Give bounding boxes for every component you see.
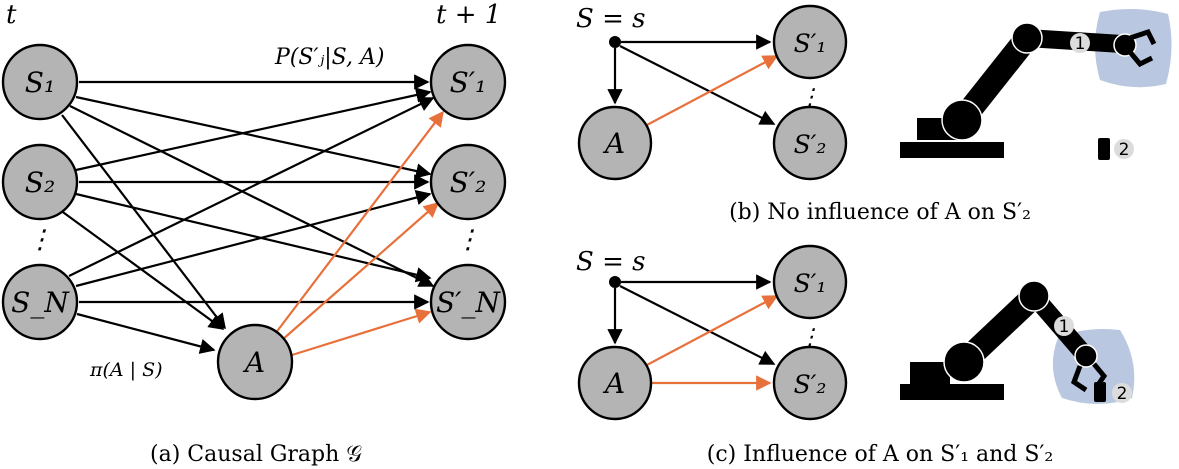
node-b-s1-prime-label: S′₁ <box>794 29 827 58</box>
panel-a-black-edges <box>59 74 435 354</box>
robot-joint-elbow-c <box>1018 280 1050 312</box>
edge-s1-snp <box>69 105 435 287</box>
node-b-a-label: A <box>602 127 625 160</box>
caption-a: (a) Causal Graph 𝒢 <box>150 442 362 467</box>
robot-base-c <box>900 384 1004 400</box>
policy-label: π(A | S) <box>89 359 163 381</box>
time-label-t: t <box>6 0 17 30</box>
edge-s1-s2p <box>75 95 432 179</box>
node-s2: S₂ <box>1 143 79 221</box>
time-label-t-plus-1: t + 1 <box>436 0 501 30</box>
transition-label: P(S′ⱼ|S, A) <box>274 45 384 70</box>
node-s2-label: S₂ <box>25 166 55 199</box>
robot-body-c <box>910 362 950 384</box>
robot-base-b <box>900 142 1004 158</box>
edge-s2-s1p <box>75 87 432 172</box>
state-label-c: S = s <box>576 247 645 277</box>
object-block-b <box>1098 138 1110 160</box>
node-b-a: A <box>577 105 653 181</box>
node-c-s2-prime: S′₂ <box>772 345 848 421</box>
state-label-b: S = s <box>576 4 645 34</box>
marker-1-b: 1 <box>1075 34 1086 54</box>
edge-sn-s1p <box>68 97 435 277</box>
ellipsis-left: ⋮ <box>27 225 53 255</box>
marker-2-bg-b <box>1114 139 1134 159</box>
edge-sn-a <box>76 312 216 354</box>
robot-joint-elbow-b <box>1011 22 1043 54</box>
marker-2-bg-c <box>1112 383 1132 403</box>
edge-b-a-s1p <box>644 55 779 127</box>
edge-sn-s2p <box>75 190 432 288</box>
edge-c-a-s1p <box>644 295 779 367</box>
node-s1-prime-label: S′₁ <box>450 66 487 99</box>
state-dot-b <box>609 36 621 48</box>
caption-b: (b) No influence of A on S′₂ <box>729 200 1031 225</box>
edge-a-s1p <box>274 110 444 335</box>
marker-1-c: 1 <box>1059 317 1070 337</box>
node-s2-prime-label: S′₂ <box>450 166 487 199</box>
robot-arm-b: 1 2 <box>900 8 1172 160</box>
edge-a-s2p <box>281 201 440 341</box>
panel-a-causal-graph: t t + 1 P(S′ⱼ|S, A) π(A | S) <box>1 0 507 467</box>
ellipsis-right: ⋮ <box>455 225 481 255</box>
node-sn-prime-label: S′_N <box>436 286 502 319</box>
node-a-label: A <box>242 346 265 379</box>
robot-joint-base-b <box>941 99 983 141</box>
node-b-s1-prime: S′₁ <box>772 4 848 80</box>
panel-c-influence: S = s A S′₁ ⋮ S′₂ <box>576 244 1135 467</box>
edge-s2-snp <box>75 192 432 283</box>
node-sn-label: S_N <box>11 286 70 319</box>
object-block-c <box>1094 382 1106 402</box>
state-dot-c <box>609 276 621 288</box>
panel-a-orange-edges <box>274 110 444 357</box>
edge-c-s-s2p <box>619 285 776 365</box>
robot-joint-base-c <box>943 341 985 383</box>
marker-2-c: 2 <box>1117 384 1128 404</box>
node-c-a: A <box>577 345 653 421</box>
node-c-s2-prime-label: S′₂ <box>794 370 827 399</box>
node-b-s2-prime: S′₂ <box>772 105 848 181</box>
edge-s1-a <box>61 114 226 330</box>
node-sn: S_N <box>1 263 79 341</box>
node-s1: S₁ <box>1 43 79 121</box>
edge-a-snp <box>291 308 432 357</box>
marker-1-bg-c <box>1054 316 1074 336</box>
node-b-s2-prime-label: S′₂ <box>794 130 827 159</box>
marker-1-bg-b <box>1070 33 1090 53</box>
robot-wrist-c <box>1074 344 1098 368</box>
robot-arm-c: 1 2 <box>900 280 1135 404</box>
ellipsis-b: ⋮ <box>799 85 821 110</box>
caption-c: (c) Influence of A on S′₁ and S′₂ <box>707 442 1054 467</box>
node-a: A <box>216 323 294 401</box>
node-sn-prime: S′_N <box>429 263 507 341</box>
edge-b-s-s2p <box>619 45 776 125</box>
node-c-a-label: A <box>602 367 625 400</box>
ellipsis-c: ⋮ <box>799 325 821 350</box>
panel-b-no-influence: S = s A S′₁ ⋮ S′₂ <box>576 4 1172 225</box>
gripper-icon <box>1128 28 1157 68</box>
node-c-s1-prime-label: S′₁ <box>794 269 827 298</box>
node-s2-prime: S′₂ <box>429 143 507 221</box>
node-s1-prime: S′₁ <box>429 43 507 121</box>
node-c-s1-prime: S′₁ <box>772 244 848 320</box>
node-s1-label: S₁ <box>25 66 55 99</box>
marker-2-b: 2 <box>1119 140 1130 160</box>
